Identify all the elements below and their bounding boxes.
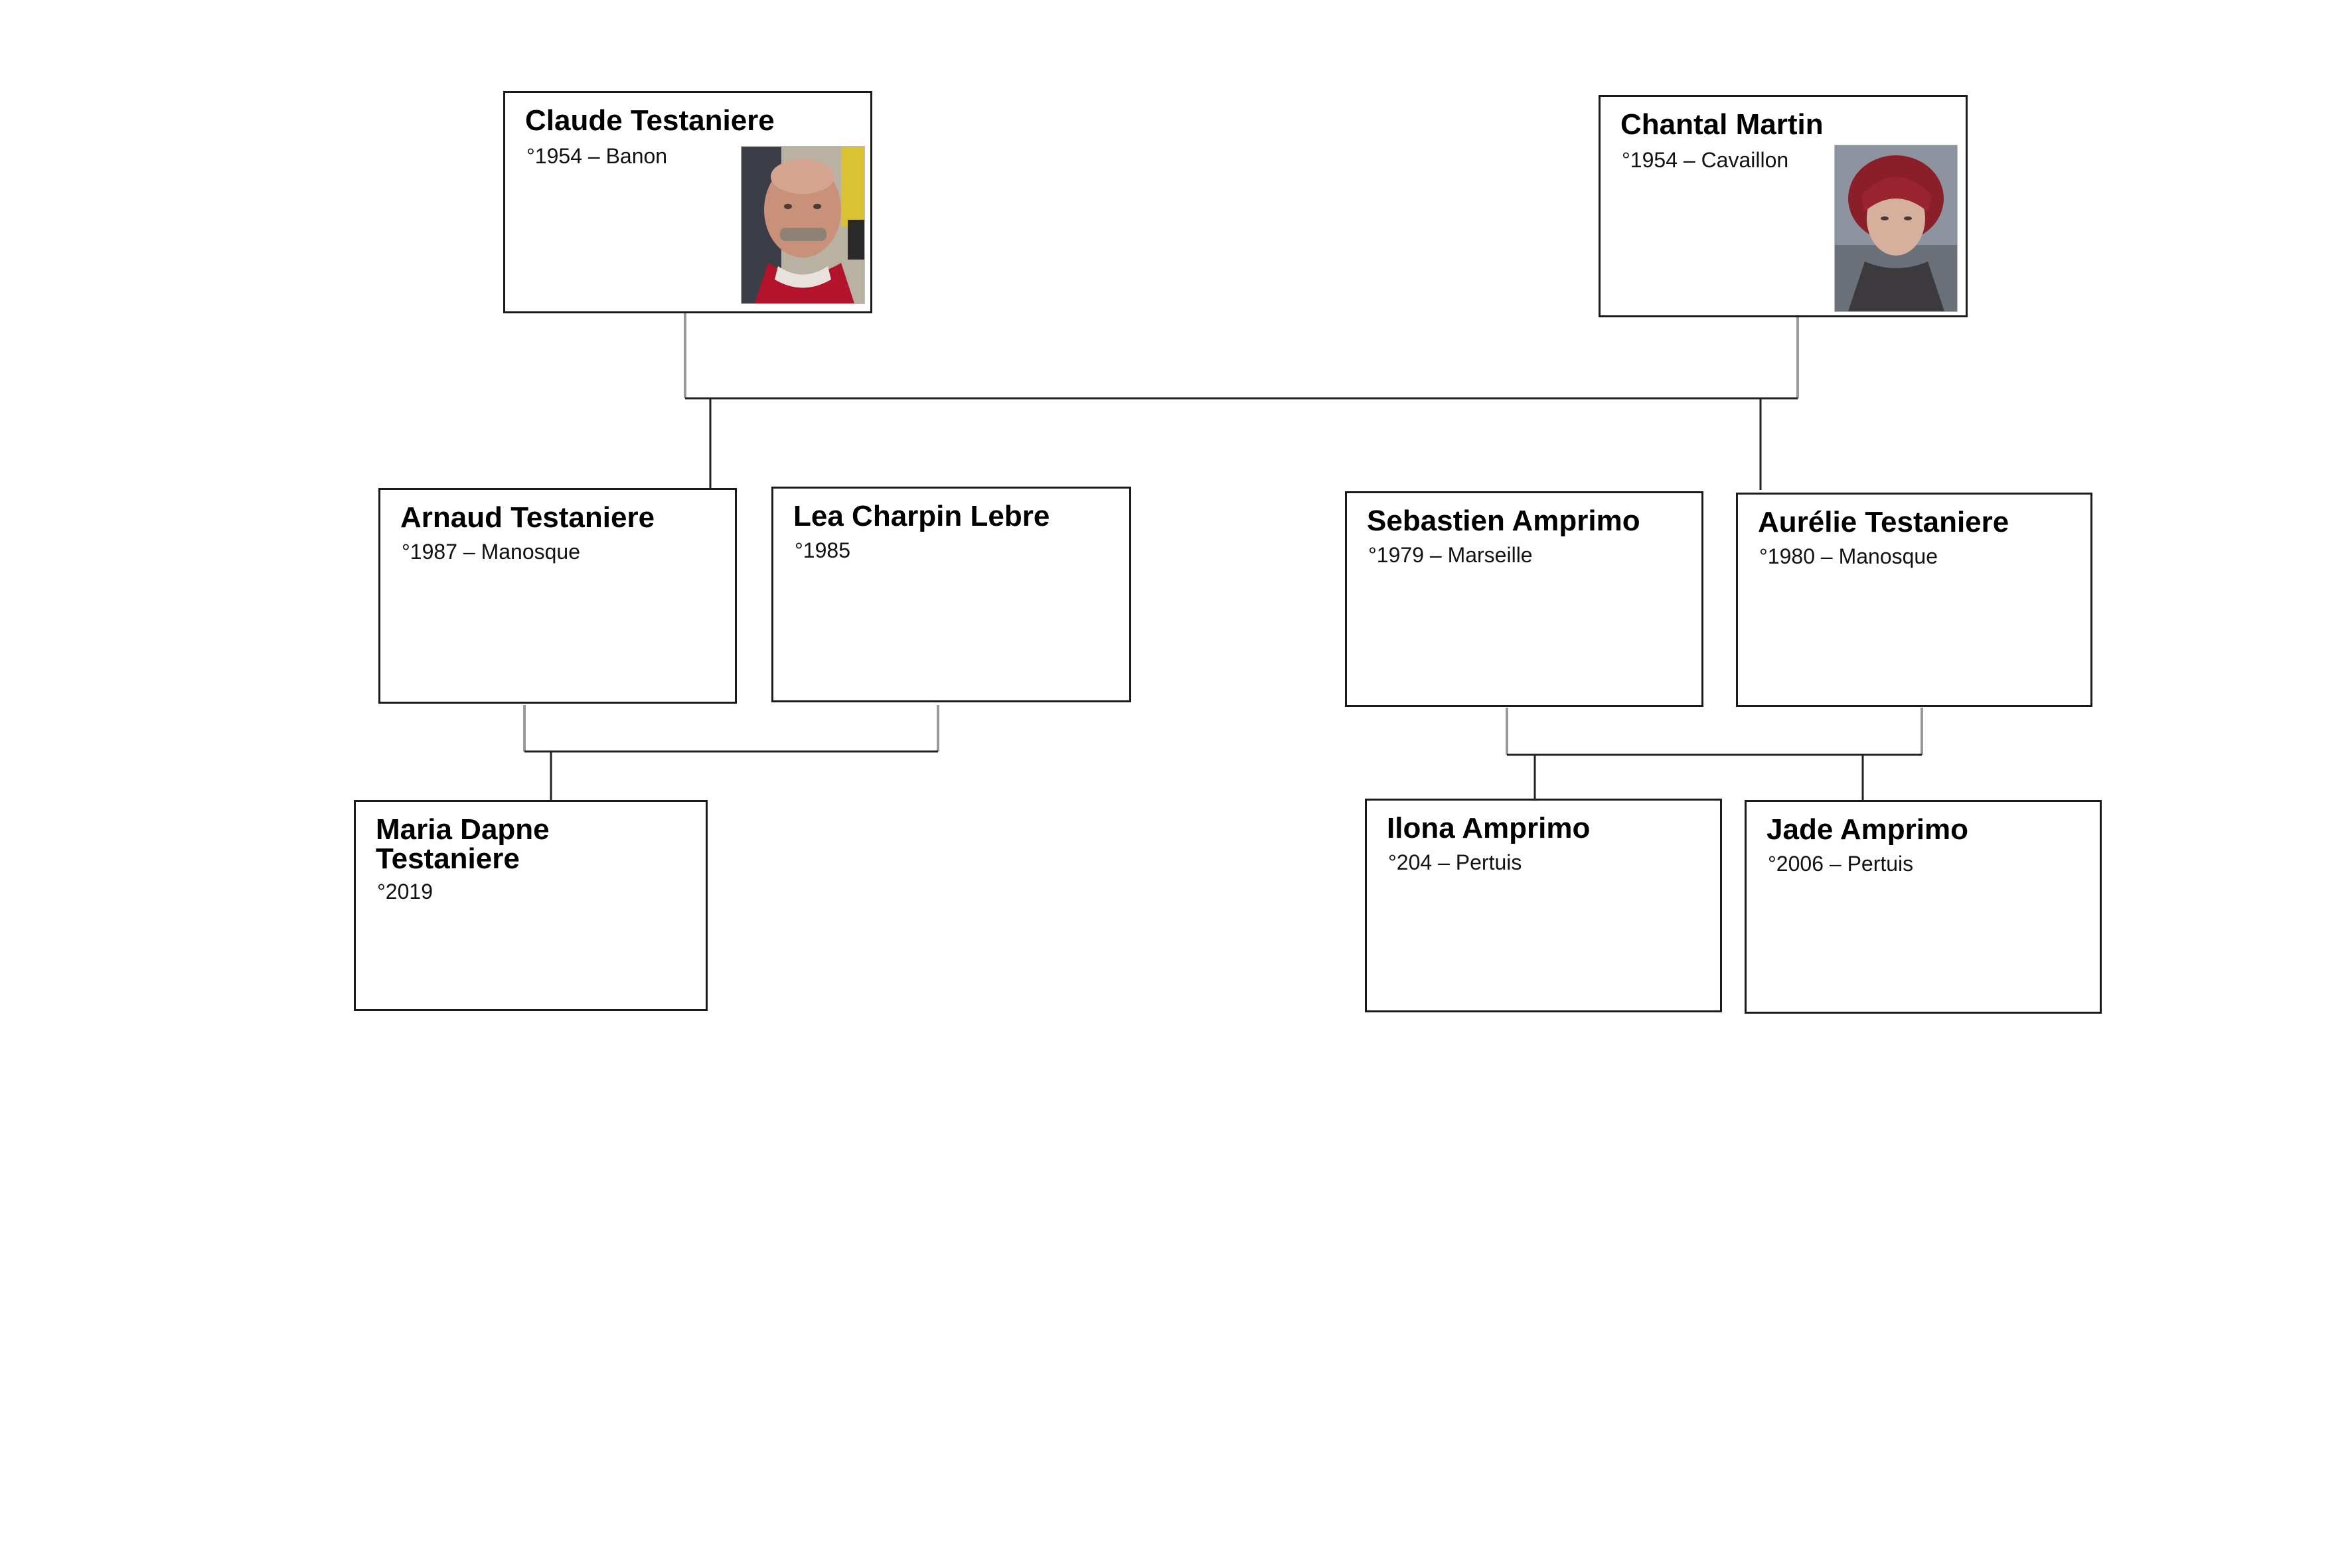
person-name: Claude Testaniere: [525, 104, 775, 137]
person-card-arnaud-testaniere[interactable]: Arnaud Testaniere °1987 – Manosque: [378, 488, 737, 704]
person-card-claude-testaniere[interactable]: Claude Testaniere °1954 – Banon: [503, 91, 872, 313]
person-card-sebastien-amprimo[interactable]: Sebastien Amprimo °1979 – Marseille: [1345, 491, 1703, 707]
person-birth-info: °1954 – Banon: [526, 144, 668, 168]
person-card-chantal-martin[interactable]: Chantal Martin °1954 – Cavaillon: [1599, 95, 1968, 317]
person-birth-info: °2019: [377, 880, 433, 903]
person-card-ilona-amprimo[interactable]: Ilona Amprimo °204 – Pertuis: [1365, 799, 1722, 1012]
person-birth-info: °204 – Pertuis: [1388, 850, 1522, 874]
woman-portrait-photo: [1834, 145, 1958, 312]
person-birth-info: °2006 – Pertuis: [1768, 852, 1914, 876]
person-birth-info: °1985: [795, 538, 850, 562]
person-card-jade-amprimo[interactable]: Jade Amprimo °2006 – Pertuis: [1745, 800, 2102, 1014]
person-birth-info: °1979 – Marseille: [1368, 543, 1533, 567]
person-birth-info: °1987 – Manosque: [402, 540, 580, 564]
person-name: Maria Dapne Testaniere: [376, 813, 550, 875]
person-birth-info: °1954 – Cavaillon: [1622, 148, 1789, 172]
man-portrait-photo: [741, 146, 865, 304]
person-name: Arnaud Testaniere: [400, 501, 655, 534]
person-name: Ilona Amprimo: [1387, 812, 1591, 844]
person-name: Chantal Martin: [1620, 108, 1824, 141]
person-card-aurelie-testaniere[interactable]: Aurélie Testaniere °1980 – Manosque: [1736, 493, 2092, 707]
person-birth-info: °1980 – Manosque: [1759, 544, 1938, 568]
person-name: Aurélie Testaniere: [1758, 506, 2009, 538]
person-card-lea-charpin-lebre[interactable]: Lea Charpin Lebre °1985: [771, 487, 1131, 702]
person-name: Jade Amprimo: [1766, 813, 1969, 846]
person-name: Lea Charpin Lebre: [793, 500, 1050, 532]
person-name: Sebastien Amprimo: [1367, 505, 1640, 537]
person-card-maria-dapne-testaniere[interactable]: Maria Dapne Testaniere °2019: [354, 800, 708, 1011]
